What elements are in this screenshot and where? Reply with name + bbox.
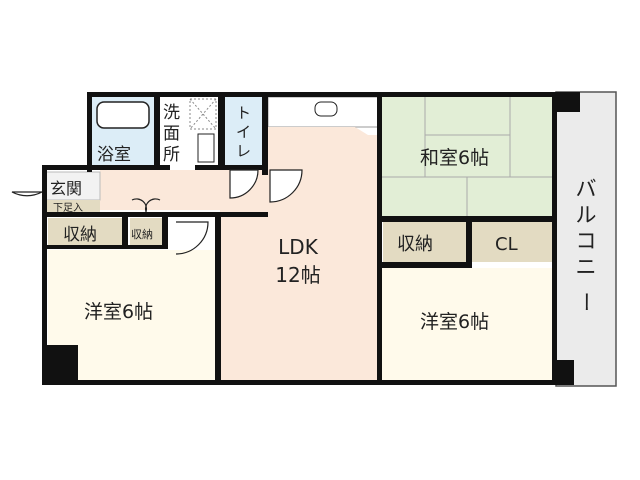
label-japanese-room: 和室6帖: [420, 147, 489, 169]
storage-right-area: [383, 222, 466, 262]
kitchen-sink: [314, 101, 338, 117]
label-storage-right: 収納: [397, 234, 433, 255]
label-balcony-1: バ: [576, 177, 597, 201]
label-western-room-east: 洋室6帖: [420, 311, 489, 333]
toilet-area: [225, 97, 263, 167]
label-washroom-2: 面: [163, 124, 180, 144]
label-storage-small: 収納: [131, 228, 153, 241]
sink: [197, 133, 215, 163]
label-balcony-4: ニ: [576, 255, 597, 279]
label-western-room-west: 洋室6帖: [84, 301, 153, 323]
closet-area: [472, 222, 552, 262]
storage-left-area: [48, 218, 122, 246]
label-storage-left: 収納: [63, 225, 97, 245]
tatami-lines: [382, 96, 552, 216]
shoe-storage-area: [46, 200, 100, 213]
label-toilet-3: レ: [236, 142, 251, 160]
label-shoe-storage: 下足入: [53, 202, 83, 214]
storage-small-area: [130, 218, 162, 246]
label-bath: 浴室: [97, 145, 131, 165]
ldk-area: [220, 127, 378, 382]
label-toilet-2: イ: [236, 123, 251, 141]
label-toilet-1: ト: [236, 104, 251, 122]
label-ldk: LDK: [278, 235, 319, 259]
bathtub: [96, 101, 150, 129]
western-room-east-area: [382, 268, 552, 382]
label-entrance: 玄関: [50, 179, 82, 198]
walls: [42, 92, 580, 385]
doors: [11, 169, 303, 255]
washer-icon: [189, 98, 217, 130]
balcony: [555, 91, 617, 387]
label-balcony-5: ー: [574, 292, 598, 313]
label-washroom-1: 洗: [163, 103, 180, 123]
label-washroom-3: 所: [163, 145, 180, 165]
label-ldk-size: 12帖: [275, 263, 320, 287]
label-closet: CL: [495, 234, 518, 255]
label-balcony-3: コ: [576, 229, 597, 253]
label-balcony-2: ル: [576, 203, 597, 227]
